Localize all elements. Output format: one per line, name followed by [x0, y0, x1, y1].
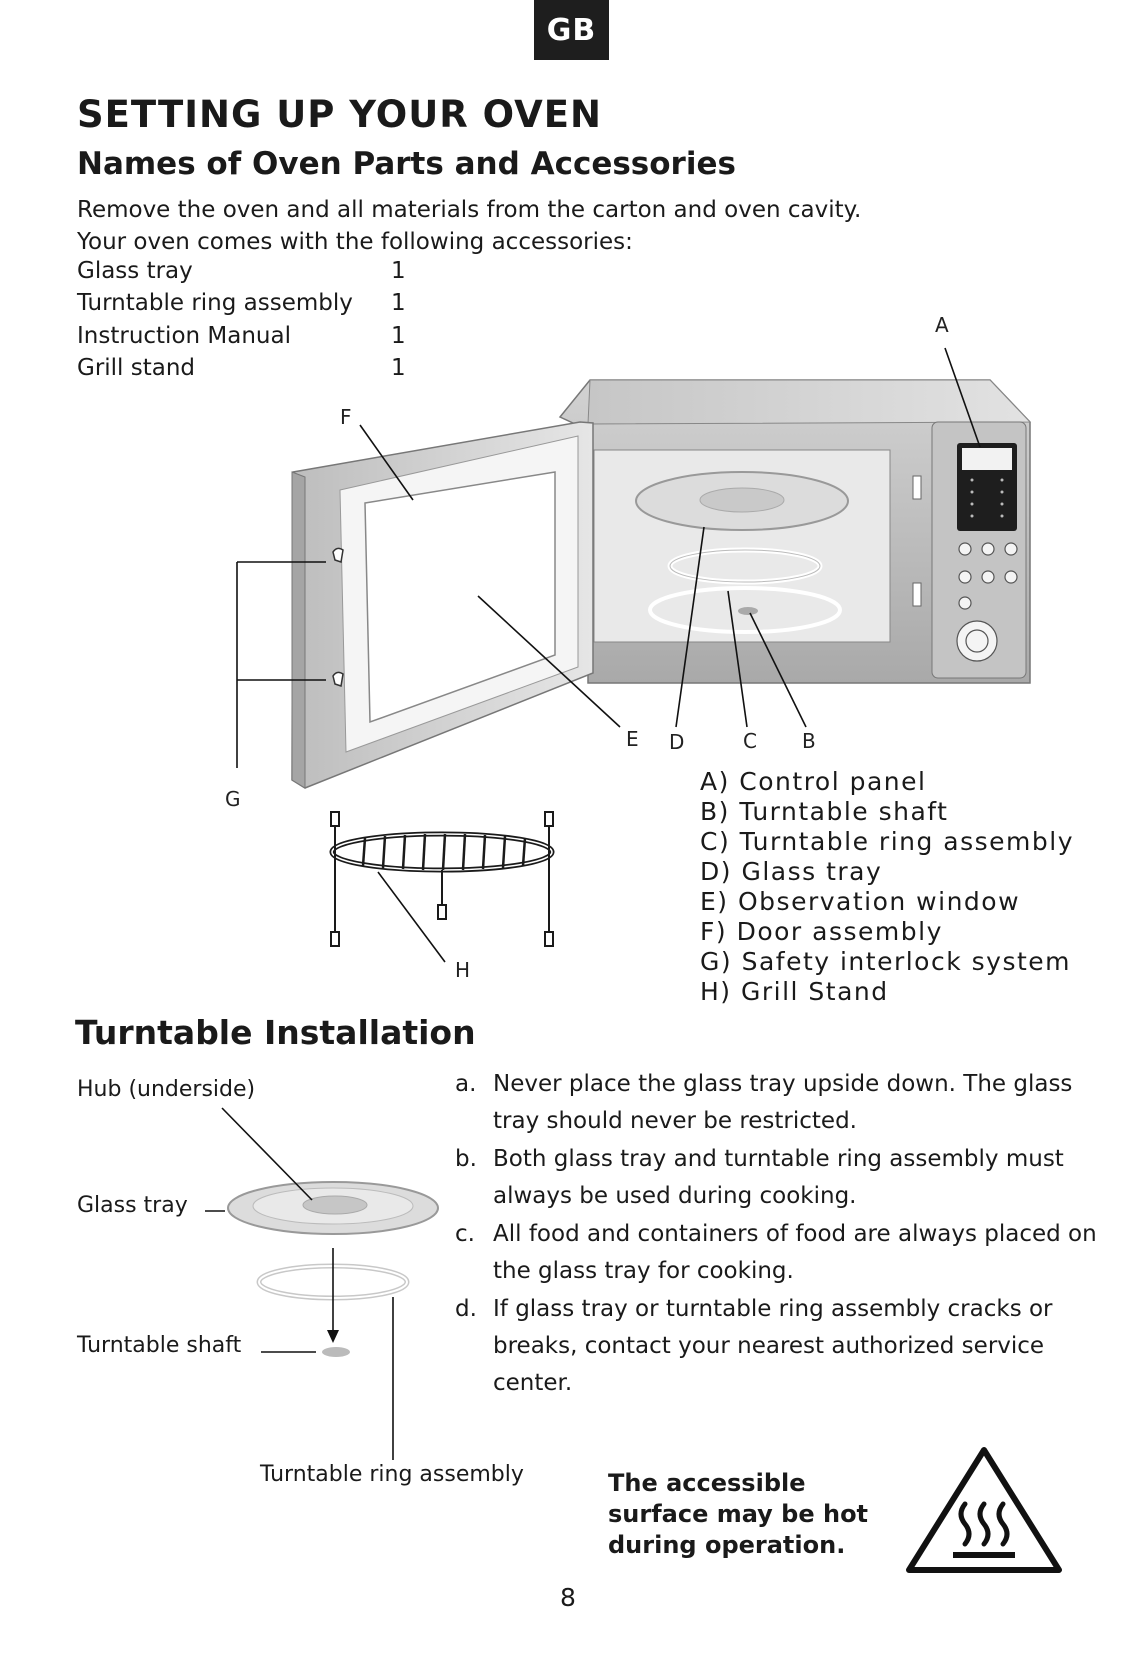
intro-line-1: Remove the oven and all materials from t… [77, 197, 862, 223]
parts-list-item: G) Safety interlock system [700, 947, 1072, 976]
instruction-text: Never place the glass tray upside down. … [493, 1071, 1073, 1134]
page-number: 8 [560, 1583, 576, 1612]
parts-list-item: C) Turntable ring assembly [700, 827, 1075, 856]
instruction-text: All food and containers of food are alwa… [493, 1221, 1097, 1284]
parts-list-item: E) Observation window [700, 887, 1021, 916]
accessory-qty: 1 [391, 258, 406, 284]
instruction-item: c. All food and containers of food are a… [455, 1216, 1105, 1290]
instruction-letter: d. [455, 1296, 477, 1322]
grill-stand-illustration [329, 811, 555, 947]
accessory-name: Instruction Manual [77, 323, 291, 349]
accessory-qty: 1 [391, 355, 406, 381]
instruction-letter: b. [455, 1146, 477, 1172]
instruction-letter: c. [455, 1221, 475, 1247]
diagram-label-b: B [802, 729, 816, 753]
oven-body [558, 379, 1032, 684]
instruction-item: b. Both glass tray and turntable ring as… [455, 1141, 1105, 1215]
parts-list-item: A) Control panel [700, 767, 927, 796]
leader-lines [236, 347, 981, 963]
accessory-qty: 1 [391, 290, 406, 316]
hot-surface-warning-text: The accessible surface may be hot during… [608, 1469, 869, 1559]
instruction-letter: a. [455, 1071, 477, 1097]
label-turntable-ring: Turntable ring assembly [260, 1462, 524, 1487]
diagram-label-a: A [935, 313, 949, 337]
instruction-item: d. If glass tray or turntable ring assem… [455, 1291, 1105, 1402]
turntable-instructions: a. Never place the glass tray upside dow… [455, 1066, 1105, 1403]
diagram-label-e: E [626, 727, 639, 751]
parts-list-item: F) Door assembly [700, 917, 943, 946]
instruction-item: a. Never place the glass tray upside dow… [455, 1066, 1105, 1140]
accessory-name: Turntable ring assembly [77, 290, 353, 316]
label-turntable-shaft: Turntable shaft [77, 1333, 242, 1358]
diagram-label-f: F [340, 405, 352, 429]
oven-diagram [236, 347, 1032, 963]
intro-text: Remove the oven and all materials from t… [77, 194, 861, 258]
diagram-label-g: G [225, 787, 241, 811]
parts-list-item: B) Turntable shaft [700, 797, 949, 826]
hot-surface-warning-icon [906, 1447, 1062, 1573]
parts-list-item: H) Grill Stand [700, 977, 889, 1006]
label-glass-tray: Glass tray [77, 1193, 188, 1218]
section-heading-turntable: Turntable Installation [75, 1013, 476, 1052]
diagram-label-h: H [455, 958, 471, 982]
intro-line-2: Your oven comes with the following acces… [77, 229, 633, 255]
instruction-text: If glass tray or turntable ring assembly… [493, 1296, 1053, 1396]
accessory-name: Grill stand [77, 355, 196, 381]
accessory-name: Glass tray [77, 258, 193, 284]
oven-door [291, 421, 594, 789]
accessory-qty: 1 [391, 323, 406, 349]
instruction-text: Both glass tray and turntable ring assem… [493, 1146, 1064, 1209]
diagram-label-c: C [743, 729, 757, 753]
page-title: SETTING UP YOUR OVEN [77, 93, 602, 136]
parts-list: A) Control panel B) Turntable shaft C) T… [700, 767, 1074, 1007]
parts-list-item: D) Glass tray [700, 857, 883, 886]
section-heading-parts: Names of Oven Parts and Accessories [77, 146, 736, 182]
language-tab: GB [534, 0, 609, 60]
diagram-label-d: D [669, 730, 685, 754]
label-hub: Hub (underside) [77, 1077, 256, 1102]
